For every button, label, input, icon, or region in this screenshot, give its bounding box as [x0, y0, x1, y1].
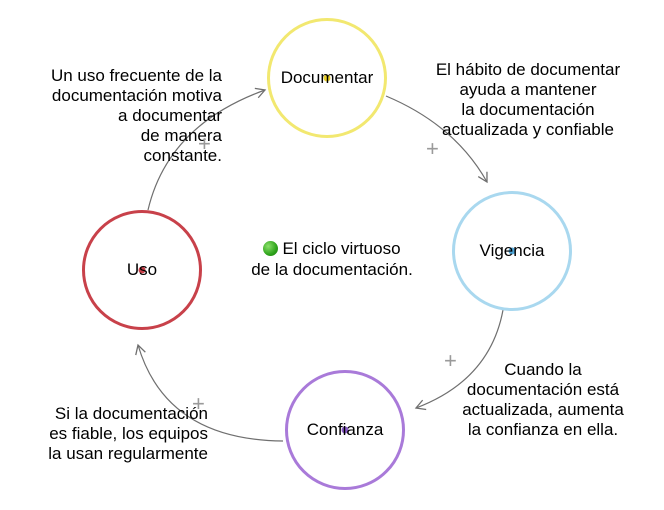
arrow-documentar-to-vigencia — [385, 95, 488, 184]
polarity-plus: + — [192, 391, 205, 416]
note-documentar-to-vigencia: El hábito de documentar ayuda a mantener… — [435, 60, 621, 139]
loop-center-text: El ciclo virtuoso de la documentación. — [251, 239, 413, 279]
node-label: Documentar — [280, 68, 374, 87]
note-confianza-to-uso: Si la documentación es fiable, los equip… — [48, 404, 208, 463]
node-vigencia: Vigencia — [452, 191, 572, 311]
green-circle-icon — [263, 241, 279, 256]
arrow-vigencia-to-confianza — [414, 309, 504, 411]
arrow-confianza-to-uso — [135, 343, 284, 442]
node-uso: Uso — [82, 210, 202, 330]
node-dot — [323, 74, 331, 82]
node-dot — [138, 266, 146, 274]
node-dot — [341, 426, 349, 434]
polarity-plus: + — [426, 136, 439, 161]
node-label: Confianza — [306, 420, 384, 439]
node-confianza: Confianza — [285, 370, 405, 490]
node-label: Vigencia — [479, 241, 545, 260]
node-label: Uso — [126, 260, 158, 279]
arrow-uso-to-documentar — [147, 87, 267, 211]
polarity-plus: + — [444, 348, 457, 373]
note-uso-to-documentar: Un uso frecuente de la documentación mot… — [50, 66, 222, 165]
polarity-plus: + — [198, 131, 211, 156]
note-vigencia-to-confianza: Cuando la documentación está actualizada… — [462, 360, 624, 439]
node-dot — [508, 247, 516, 255]
node-documentar: Documentar — [267, 18, 387, 138]
loop-center-label: El ciclo virtuoso de la documentación. — [222, 238, 442, 280]
